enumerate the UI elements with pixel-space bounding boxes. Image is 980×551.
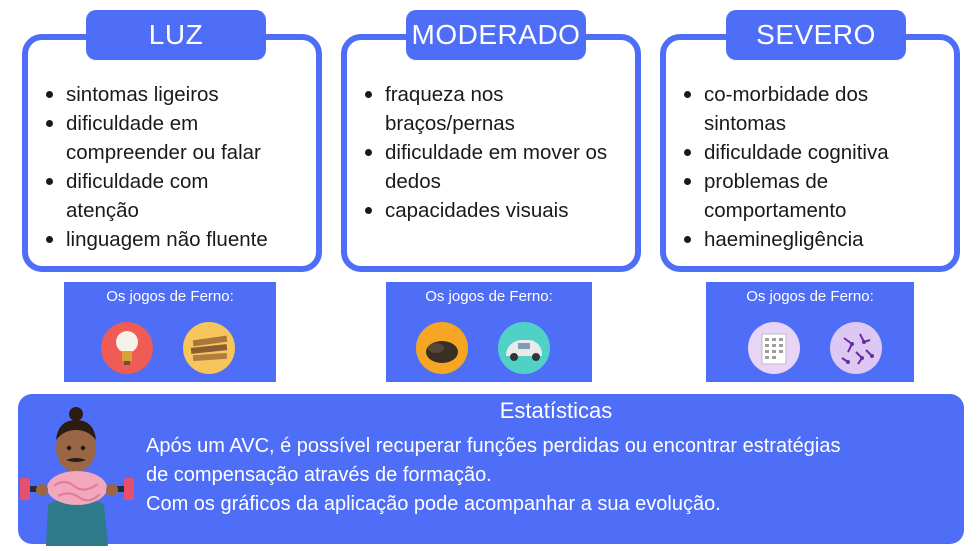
symptom-item: linguagem não fluente	[46, 225, 311, 254]
statistics-line: Com os gráficos da aplicação pode acompa…	[146, 493, 721, 515]
statistics-title: Estatísticas	[499, 398, 613, 423]
symptom-item: dificuldade em compreender ou falar	[46, 109, 311, 167]
severity-card-moderate: fraqueza nos braços/pernas dificuldade e…	[341, 34, 641, 272]
hair-brush-game-icon[interactable]	[416, 322, 468, 374]
vintage-car-game-icon[interactable]	[498, 322, 550, 374]
cardboard-stack-game-icon[interactable]	[183, 322, 235, 374]
symptom-item: dificuldade cognitiva	[684, 138, 924, 167]
card-title-severe: SEVERO	[726, 10, 906, 60]
statistics-panel: Estatísticas Após um AVC, é possível rec…	[18, 394, 964, 544]
symptom-list: sintomas ligeiros dificuldade em compree…	[28, 80, 311, 254]
severity-card-severe: co-morbidade dos sintomas dificuldade co…	[660, 34, 960, 272]
card-title-light: LUZ	[86, 10, 266, 60]
games-label: Os jogos de Ferno:	[106, 288, 234, 305]
games-box-light: Os jogos de Ferno:	[64, 282, 276, 382]
symptom-item: dificuldade com atenção	[46, 167, 266, 225]
symptom-list: fraqueza nos braços/pernas dificuldade e…	[347, 80, 630, 225]
symptom-list: co-morbidade dos sintomas dificuldade co…	[666, 80, 924, 254]
symptom-item: haeminegligência	[684, 225, 924, 254]
purple-scatter-game-icon[interactable]	[830, 322, 882, 374]
symptom-item: capacidades visuais	[365, 196, 630, 225]
games-label: Os jogos de Ferno:	[425, 288, 553, 305]
symptom-item: fraqueza nos braços/pernas	[365, 80, 545, 138]
statistics-line: de compensação através de formação.	[146, 464, 492, 486]
mascot-illustration	[18, 400, 136, 546]
symptom-item: problemas de comportamento	[684, 167, 904, 225]
statistics-text: Após um AVC, é possível recuperar funçõe…	[146, 432, 956, 519]
card-title-moderate: MODERADO	[406, 10, 586, 60]
symptom-item: dificuldade em mover os dedos	[365, 138, 630, 196]
symptom-item: sintomas ligeiros	[46, 80, 311, 109]
games-box-moderate: Os jogos de Ferno:	[386, 282, 592, 382]
symptom-item: co-morbidade dos sintomas	[684, 80, 924, 138]
games-label: Os jogos de Ferno:	[746, 288, 874, 305]
games-box-severe: Os jogos de Ferno:	[706, 282, 914, 382]
statistics-line: Após um AVC, é possível recuperar funçõe…	[146, 435, 841, 457]
lightbulb-game-icon[interactable]	[101, 322, 153, 374]
severity-card-light: sintomas ligeiros dificuldade em compree…	[22, 34, 322, 272]
calendar-grid-game-icon[interactable]	[748, 322, 800, 374]
